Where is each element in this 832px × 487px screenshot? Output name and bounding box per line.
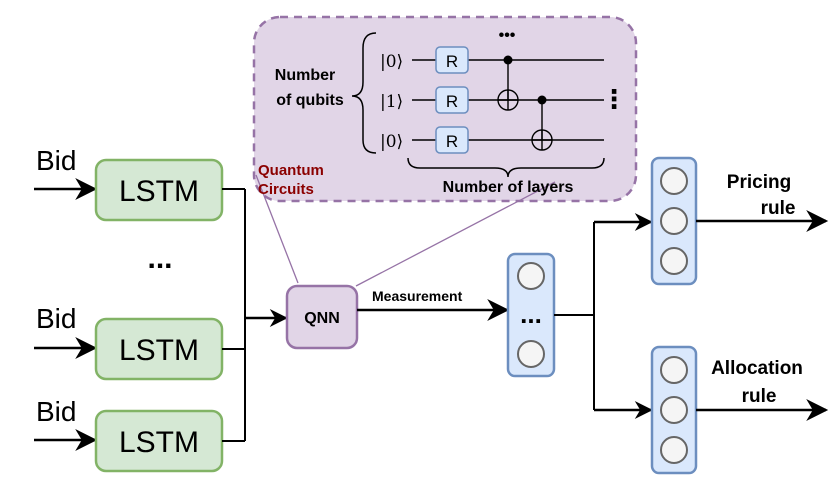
qnn-label: QNN (304, 310, 340, 327)
cnot-2-control (537, 95, 547, 105)
r-gate-2 (435, 86, 469, 114)
r-gate-1 (435, 46, 469, 74)
lstm-label-1: LSTM (119, 175, 199, 208)
pricing-neuron-1 (660, 167, 688, 195)
bid-label-2: Bid (36, 303, 76, 334)
pricing-label-line2: rule (761, 198, 796, 219)
cnot-1-control (503, 55, 513, 65)
ket-2: |0⟩ (380, 132, 403, 152)
callout-line-left (255, 174, 299, 284)
cnot-2-target (531, 129, 553, 151)
lstm-label-3: LSTM (119, 426, 199, 459)
pricing-label-line1: Pricing (727, 172, 791, 193)
allocation-neuron-1 (660, 356, 688, 384)
allocation-neuron-2 (660, 396, 688, 424)
cnot-1-target (497, 89, 519, 111)
lstm-label-2: LSTM (119, 334, 199, 367)
ket-0: |0⟩ (380, 52, 403, 72)
qubits-brace (351, 32, 377, 154)
r-gate-3-label: R (446, 132, 458, 151)
circuit-title-line1: Quantum (258, 162, 324, 179)
ket-1: |1⟩ (380, 92, 403, 112)
bid-label-1: Bid (36, 145, 76, 176)
qnn-box (285, 284, 359, 350)
layers-brace (407, 157, 605, 178)
circuit-top-dots: ••• (499, 27, 516, 44)
bid-label-3: Bid (36, 396, 76, 427)
measurement-neuron-1 (517, 262, 545, 290)
r-gate-2-label: R (446, 92, 458, 111)
circuit-side-dots: ⋮ (601, 84, 627, 114)
qubits-label-line2: of qubits (276, 92, 344, 109)
qubits-label-line1: Number (275, 67, 335, 84)
pricing-neuron-2 (660, 207, 688, 235)
lstm-ellipsis: ... (147, 242, 172, 275)
measurement-dots: ... (520, 299, 542, 329)
pricing-neuron-3 (660, 247, 688, 275)
allocation-label-line1: Allocation (711, 358, 803, 379)
layers-label: Number of layers (443, 179, 574, 196)
allocation-label-line2: rule (742, 386, 777, 407)
measurement-neuron-2 (517, 340, 545, 368)
circuit-title-line2: Circuits (258, 181, 314, 198)
callout-line-right (355, 181, 556, 287)
r-gate-1-label: R (446, 52, 458, 71)
allocation-neuron-3 (660, 436, 688, 464)
measurement-label: Measurement (372, 288, 463, 304)
r-gate-3 (435, 126, 469, 154)
